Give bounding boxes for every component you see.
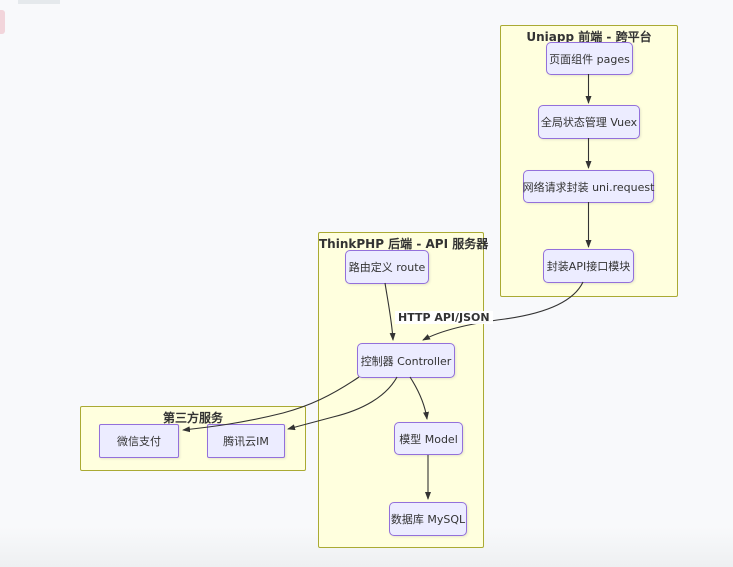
subgraph-uniapp-frontend: Uniapp 前端 - 跨平台 页面组件 pages 全局状态管理 Vuex 网… [500,25,678,297]
node-tencent-im: 腾讯云IM [207,424,285,458]
node-wechat-pay-label: 微信支付 [117,435,161,448]
node-tencent-im-label: 腾讯云IM [223,435,269,448]
node-pages: 页面组件 pages [546,42,633,75]
node-pages-label: 页面组件 pages [549,52,630,66]
node-mysql-label: 数据库 MySQL [390,513,466,526]
node-uni-request-label: 网络请求封装 uni.request [522,180,655,194]
node-controller: 控制器 Controller [357,343,455,378]
left-edge-artifact [0,10,5,34]
node-api-module: 封装API接口模块 [543,249,634,283]
node-uni-request: 网络请求封装 uni.request [523,170,654,203]
node-vuex-label: 全局状态管理 Vuex [540,116,638,129]
node-api-module-label: 封装API接口模块 [546,260,631,273]
subgraph-third-party: 第三方服务 微信支付 腾讯云IM [80,406,306,471]
node-route-label: 路由定义 route [348,261,426,274]
node-model: 模型 Model [394,422,463,455]
node-wechat-pay: 微信支付 [99,424,179,458]
node-model-label: 模型 Model [399,432,458,446]
node-mysql: 数据库 MySQL [389,502,467,536]
node-route: 路由定义 route [345,250,429,284]
node-vuex: 全局状态管理 Vuex [538,105,640,139]
subgraph-thinkphp-backend: ThinkPHP 后端 - API 服务器 路由定义 route 控制器 Con… [318,232,488,548]
top-edge-artifact [18,0,60,4]
edge-label-http-api-json: HTTP API/JSON [395,311,493,324]
node-controller-label: 控制器 Controller [360,354,452,368]
